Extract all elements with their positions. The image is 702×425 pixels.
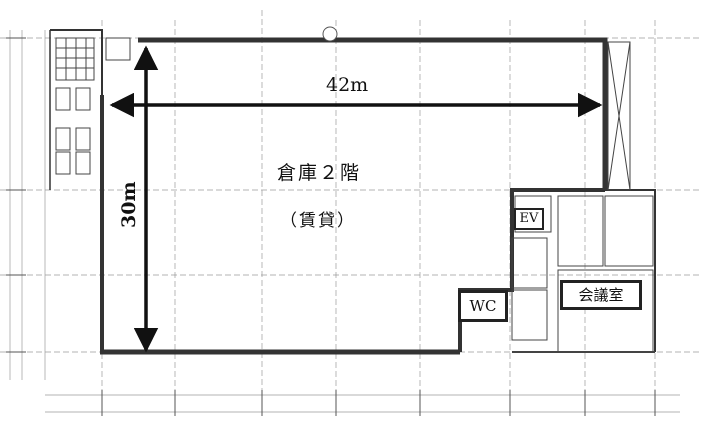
ev-room-label: EV xyxy=(514,208,544,230)
dimension-ticks xyxy=(6,37,656,416)
wc-room-label: WC xyxy=(458,290,508,322)
grid-bubble xyxy=(322,26,338,42)
height-label: 30m xyxy=(118,181,140,228)
right-stair xyxy=(607,41,631,191)
meeting-room-label: 会議室 xyxy=(560,280,642,310)
stair-block xyxy=(55,37,131,175)
floor-name: 倉庫２階 xyxy=(277,162,362,184)
usage-label: （賃貸） xyxy=(280,211,356,231)
width-label: 42m xyxy=(326,74,369,96)
